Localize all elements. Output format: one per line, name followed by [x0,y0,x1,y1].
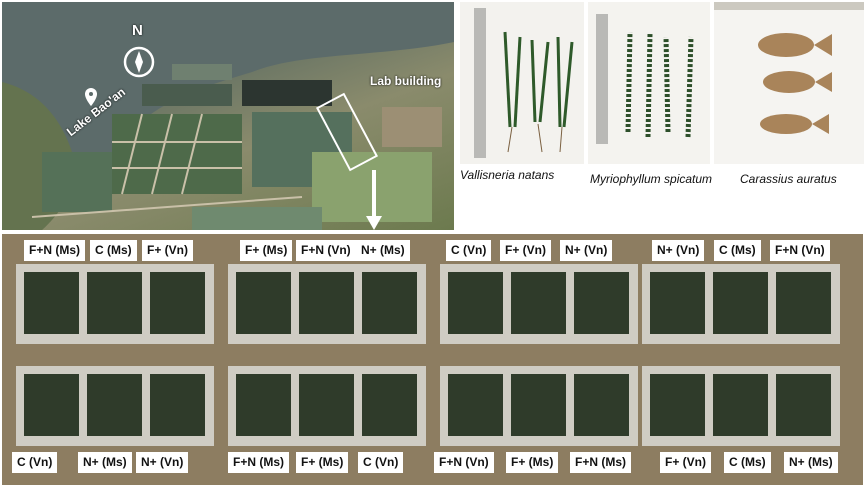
tank [776,272,831,334]
tank [150,374,205,436]
tank [362,272,417,334]
tank-label-top: F+ (Vn) [142,240,193,261]
tank-label-bottom: F+N (Ms) [228,452,289,473]
tank [448,272,503,334]
tank-label-bottom: N+ (Vn) [136,452,189,473]
tank-label-bottom: C (Vn) [358,452,404,473]
lab-building-label: Lab building [370,74,442,88]
tank [362,374,417,436]
lab-area [382,107,442,147]
tank [299,272,354,334]
tank-label-top: F+N (Ms) [24,240,85,261]
mesocosm-tanks-photo [2,234,863,485]
pond [42,152,112,212]
tank [776,374,831,436]
tank [574,272,629,334]
tank [24,272,79,334]
tank [150,272,205,334]
tank-label-top: F+N (Vn) [770,240,830,261]
tank-label-top: N+ (Vn) [560,240,613,261]
tank-illustration [2,234,863,485]
carassius-photo [714,2,864,164]
tank-label-bottom: F+N (Ms) [570,452,631,473]
tank [713,374,768,436]
pond [142,84,232,106]
lake-area [2,2,454,230]
north-label: N [132,22,143,39]
tank-label-top: N+ (Vn) [652,240,705,261]
caption-carassius: Carassius auratus [740,172,837,186]
tank [236,272,291,334]
tank [24,374,79,436]
compass-icon [123,46,155,78]
tank [87,374,142,436]
pond [172,64,232,80]
tank [87,272,142,334]
pond [242,80,332,106]
tank [299,374,354,436]
tank-label-bottom: F+ (Ms) [296,452,349,473]
tank [574,374,629,436]
tank-label-top: F+ (Ms) [240,240,293,261]
tank-label-bottom: C (Vn) [12,452,58,473]
tank-label-bottom: N+ (Ms) [784,452,838,473]
tank-label-bottom: N+ (Ms) [78,452,132,473]
pond-grid [112,114,242,194]
tank-label-top: F+N (Vn) [296,240,356,261]
tank-label-bottom: F+ (Vn) [660,452,711,473]
tank [236,374,291,436]
tank [511,374,566,436]
tank [650,272,705,334]
vallisneria-photo [460,2,584,164]
caption-myriophyllum: Myriophyllum spicatum [590,172,713,186]
tank-label-top: C (Ms) [714,240,761,261]
tank-label-top: N+ (Ms) [356,240,410,261]
caption-vallisneria: Vallisneria natans [460,168,555,182]
pond [192,207,322,230]
highlight-box [315,92,379,172]
tank-label-bottom: C (Ms) [724,452,771,473]
tank-label-top: C (Ms) [90,240,137,261]
aerial-illustration [2,2,454,230]
tank-label-top: C (Vn) [446,240,492,261]
myriophyllum-photo [588,2,710,164]
tank [650,374,705,436]
location-pin-icon [85,88,97,106]
tank [448,374,503,436]
tank-label-top: F+ (Vn) [500,240,551,261]
tank [511,272,566,334]
tank-label-bottom: F+N (Vn) [434,452,494,473]
tank-label-bottom: F+ (Ms) [506,452,559,473]
tank [713,272,768,334]
aerial-photo: N Lab building Lake Bao'an [2,2,454,230]
